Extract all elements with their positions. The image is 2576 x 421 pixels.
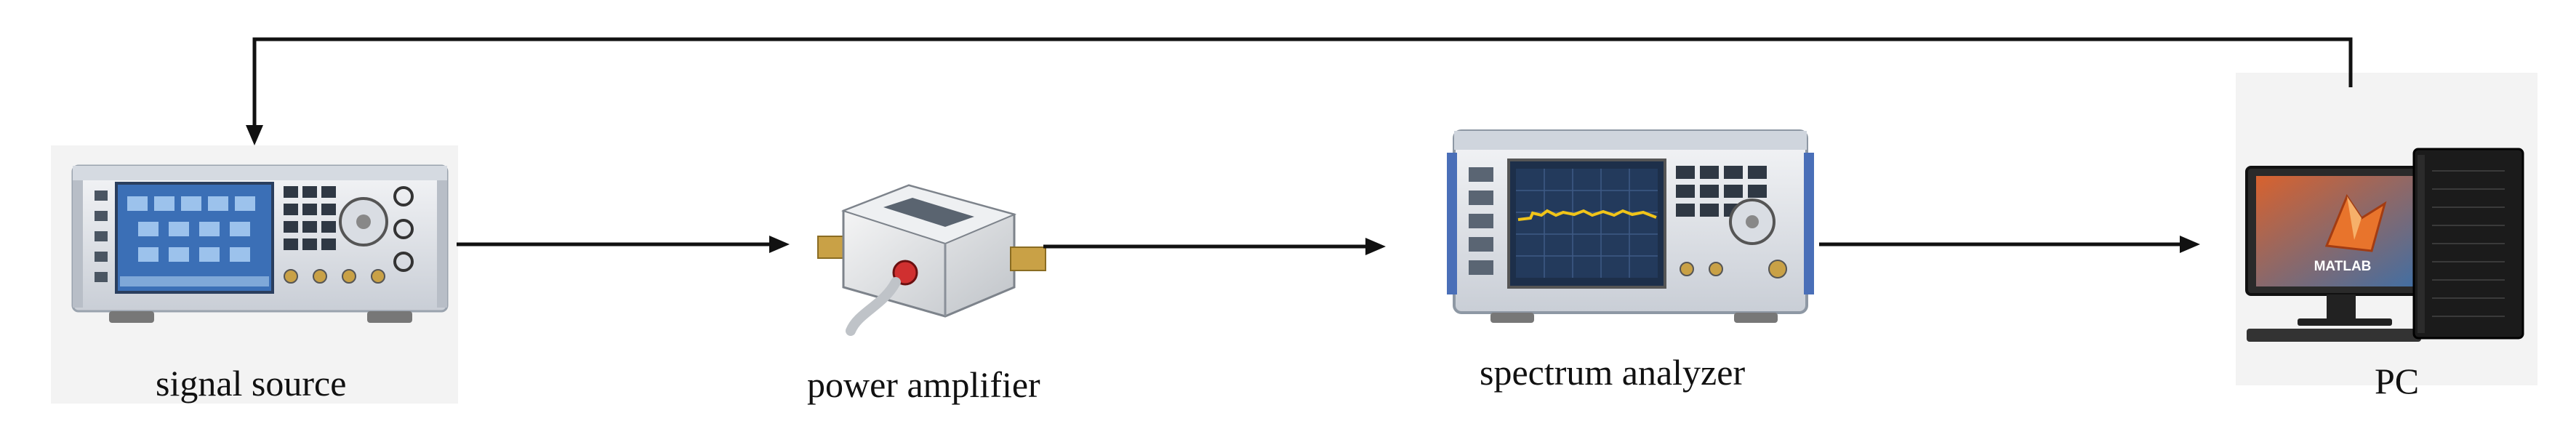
amplifier-power-connector	[892, 260, 918, 286]
spectrum-trace	[1517, 209, 1657, 221]
label-power-amplifier: power amplifier	[807, 364, 1040, 405]
arrowhead-source	[246, 125, 263, 145]
signal-source-device	[51, 145, 458, 404]
label-spectrum-analyzer: spectrum analyzer	[1480, 352, 1746, 393]
label-pc: PC	[2375, 361, 2420, 401]
arrowhead-amplifier	[769, 236, 790, 253]
pc-device: MATLAB	[2236, 73, 2537, 385]
spectrum-analyzer-device	[1447, 129, 1814, 323]
arrowhead-analyzer	[1365, 238, 1386, 255]
power-amplifier-device	[817, 184, 1046, 336]
arrow-pc-to-source	[252, 37, 2353, 127]
connectors	[246, 37, 2353, 255]
matlab-logo-text: MATLAB	[2314, 259, 2372, 274]
arrowhead-pc	[2180, 236, 2200, 253]
pc-keyboard	[2247, 329, 2421, 342]
label-signal-source: signal source	[156, 363, 347, 404]
